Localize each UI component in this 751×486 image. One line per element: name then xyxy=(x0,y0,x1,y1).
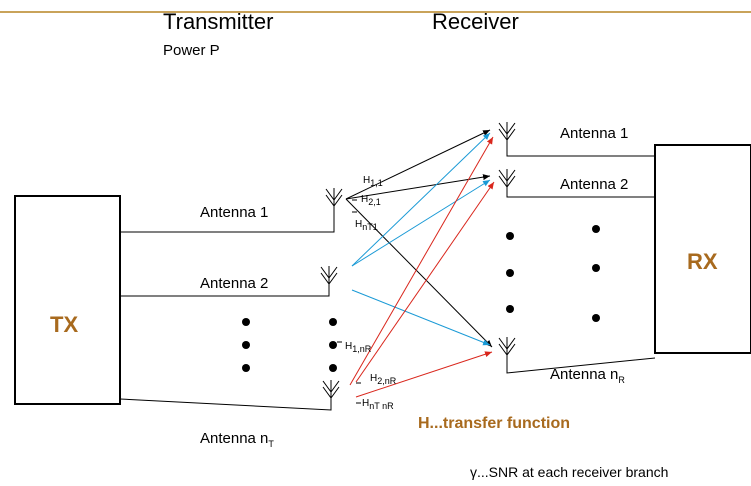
h1nr-label: H1,nR xyxy=(345,341,372,354)
h21-label: H2,1 xyxy=(361,194,381,207)
paths-from-txn xyxy=(349,136,495,398)
ellipsis-dots xyxy=(242,225,600,372)
receiver-title: Receiver xyxy=(432,9,519,34)
h-label-ticks xyxy=(337,199,361,404)
tx-box xyxy=(14,195,121,405)
hntnr-label: HnT nR xyxy=(362,398,394,411)
transfer-function-note: H...transfer function xyxy=(418,415,571,432)
rx-antenna-icons xyxy=(498,122,516,356)
tx-feed-lines xyxy=(119,206,335,411)
tx-antenna-n-label: Antenna nT xyxy=(200,430,274,449)
rx-box xyxy=(654,144,751,354)
rx-feed-lines xyxy=(506,140,656,374)
tx-antenna-1-label: Antenna 1 xyxy=(200,204,269,221)
paths-from-tx2 xyxy=(351,132,491,346)
rx-label: RX xyxy=(687,249,718,274)
tx-antenna-icons xyxy=(320,188,343,399)
h2nr-label: H2,nR xyxy=(370,373,397,386)
h11-label: H1,1 xyxy=(363,175,383,188)
power-label: Power P xyxy=(163,42,220,59)
rx-antenna-n-label: Antenna nR xyxy=(550,366,625,385)
paths-from-tx1 xyxy=(345,129,493,348)
transmitter-title: Transmitter xyxy=(163,9,274,34)
snr-note: γ...SNR at each receiver branch xyxy=(470,464,669,480)
rx-antenna-1-label: Antenna 1 xyxy=(560,125,629,142)
tx-label: TX xyxy=(50,312,79,337)
tx-antenna-2-label: Antenna 2 xyxy=(200,275,269,292)
hnt1-label: HnT1 xyxy=(355,219,378,232)
top-rule xyxy=(0,11,751,13)
rx-antenna-2-label: Antenna 2 xyxy=(560,176,629,193)
